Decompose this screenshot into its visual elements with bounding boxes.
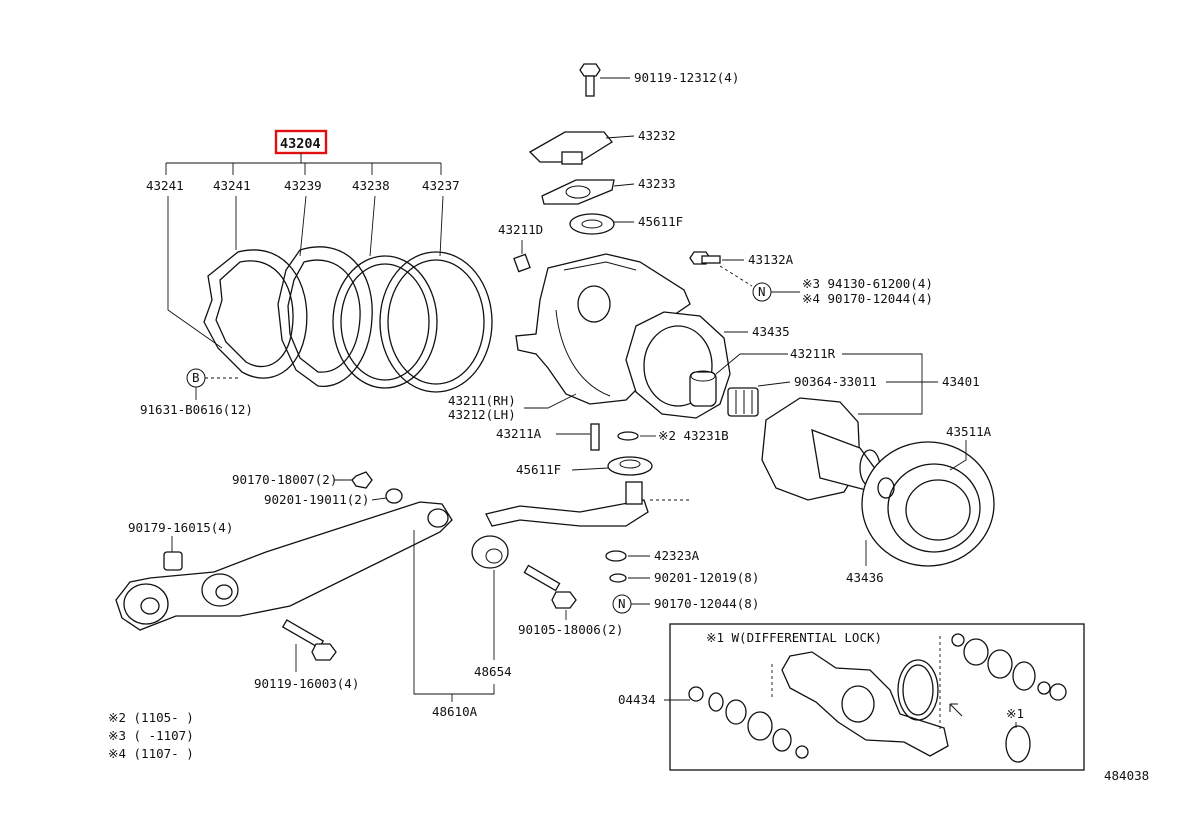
label-90170-12044-8[interactable]: 90170-12044(8) <box>654 596 759 611</box>
label-90119-16003[interactable]: 90119-16003(4) <box>254 676 359 691</box>
cap-43232[interactable] <box>528 131 613 165</box>
diff-housing[interactable] <box>781 651 949 757</box>
label-43401[interactable]: 43401 <box>942 374 980 389</box>
label-90105-18006[interactable]: 90105-18006(2) <box>518 622 623 637</box>
label-43436[interactable]: 43436 <box>846 570 884 585</box>
note-1105: ※2 (1105- ) <box>108 710 194 725</box>
hub-43436[interactable] <box>861 441 995 567</box>
diff-gasket[interactable] <box>897 659 939 721</box>
kit-bracket <box>165 153 442 175</box>
inset-parts-right[interactable] <box>951 633 1067 701</box>
nut-90170-18007[interactable] <box>351 471 373 489</box>
bolt-90119-12312[interactable] <box>579 63 601 97</box>
stud-43211a[interactable] <box>590 423 600 451</box>
bolt-90105-18006[interactable] <box>523 564 577 609</box>
label-90201-12019[interactable]: 90201-12019(8) <box>654 570 759 585</box>
label-43212-lh[interactable]: 43212(LH) <box>448 407 516 422</box>
gasket-43233[interactable] <box>541 179 615 205</box>
label-43211d[interactable]: 43211D <box>498 222 543 237</box>
inset-oring[interactable] <box>1005 725 1031 763</box>
label-04434[interactable]: 04434 <box>618 692 656 707</box>
label-90170-18007[interactable]: 90170-18007(2) <box>232 472 337 487</box>
label-43132a[interactable]: 43132A <box>748 252 794 267</box>
label-94130-61200[interactable]: ※3 94130-61200(4) <box>802 276 933 291</box>
arrow-icon <box>949 703 963 717</box>
label-43511a[interactable]: 43511A <box>946 424 992 439</box>
steering-arm[interactable] <box>485 481 649 527</box>
diff-lock-inset-frame <box>669 623 1085 771</box>
ring-43238[interactable] <box>332 255 438 389</box>
label-90179-16015[interactable]: 90179-16015(4) <box>128 520 233 535</box>
note-1107-start: ※4 (1107- ) <box>108 746 194 761</box>
label-90170-12044-4[interactable]: ※4 90170-12044(4) <box>802 291 933 306</box>
bearing-45611f-bottom[interactable] <box>607 456 653 476</box>
label-43231b[interactable]: ※2 43231B <box>658 428 729 443</box>
ring-43237[interactable] <box>379 251 493 393</box>
label-90119-12312[interactable]: 90119-12312(4) <box>634 70 739 85</box>
label-43233[interactable]: 43233 <box>638 176 676 191</box>
washer-43231b[interactable] <box>617 431 639 441</box>
label-43239[interactable]: 43239 <box>284 178 322 193</box>
label-43238[interactable]: 43238 <box>352 178 390 193</box>
label-45611f-bottom[interactable]: 45611F <box>516 462 561 477</box>
diagram-id: 484038 <box>1104 768 1149 783</box>
label-90364-33011[interactable]: 90364-33011 <box>794 374 877 389</box>
label-48610a[interactable]: 48610A <box>432 704 478 719</box>
label-43211a[interactable]: 43211A <box>496 426 542 441</box>
label-43435[interactable]: 43435 <box>752 324 790 339</box>
needle-bearing-90364-33011[interactable] <box>727 387 759 417</box>
inset-parts-left[interactable] <box>688 686 809 759</box>
label-diff-lock: ※1 W(DIFFERENTIAL LOCK) <box>706 630 882 645</box>
washer-90201-19011[interactable] <box>385 488 403 504</box>
radius-arm-48610a[interactable] <box>115 501 453 631</box>
bushing-48654[interactable] <box>471 535 509 569</box>
label-43241-a[interactable]: 43241 <box>146 178 184 193</box>
circle-n-letter-1: N <box>758 284 766 299</box>
label-43211-rh[interactable]: 43211(RH) <box>448 393 516 408</box>
label-43204[interactable]: 43204 <box>280 136 321 152</box>
plug-43211d[interactable] <box>513 253 531 273</box>
label-inset-note-1: ※1 <box>1006 706 1024 721</box>
label-45611f-top[interactable]: 45611F <box>638 214 683 229</box>
washer-90201-12019[interactable] <box>609 573 627 583</box>
label-43241-b[interactable]: 43241 <box>213 178 251 193</box>
spindle-43401[interactable] <box>761 397 881 501</box>
nut-90179-16015[interactable] <box>163 551 183 571</box>
label-91631-b0616[interactable]: 91631-B0616(12) <box>140 402 253 417</box>
washer-42323a[interactable] <box>605 550 627 562</box>
label-90201-19011[interactable]: 90201-19011(2) <box>264 492 369 507</box>
bearing-45611f-top[interactable] <box>569 213 615 235</box>
bolt-43132a[interactable] <box>689 251 721 265</box>
circle-b-letter: B <box>192 370 200 385</box>
label-43232[interactable]: 43232 <box>638 128 676 143</box>
spacer-43211r[interactable] <box>689 370 717 407</box>
label-42323a[interactable]: 42323A <box>654 548 700 563</box>
label-43237[interactable]: 43237 <box>422 178 460 193</box>
label-43211r[interactable]: 43211R <box>790 346 836 361</box>
note-1107-end: ※3 ( -1107) <box>108 728 194 743</box>
seal-plate-43239[interactable] <box>277 246 373 387</box>
bolt-90119-16003[interactable] <box>281 619 337 661</box>
circle-n-letter-2: N <box>618 596 626 611</box>
label-48654[interactable]: 48654 <box>474 664 512 679</box>
